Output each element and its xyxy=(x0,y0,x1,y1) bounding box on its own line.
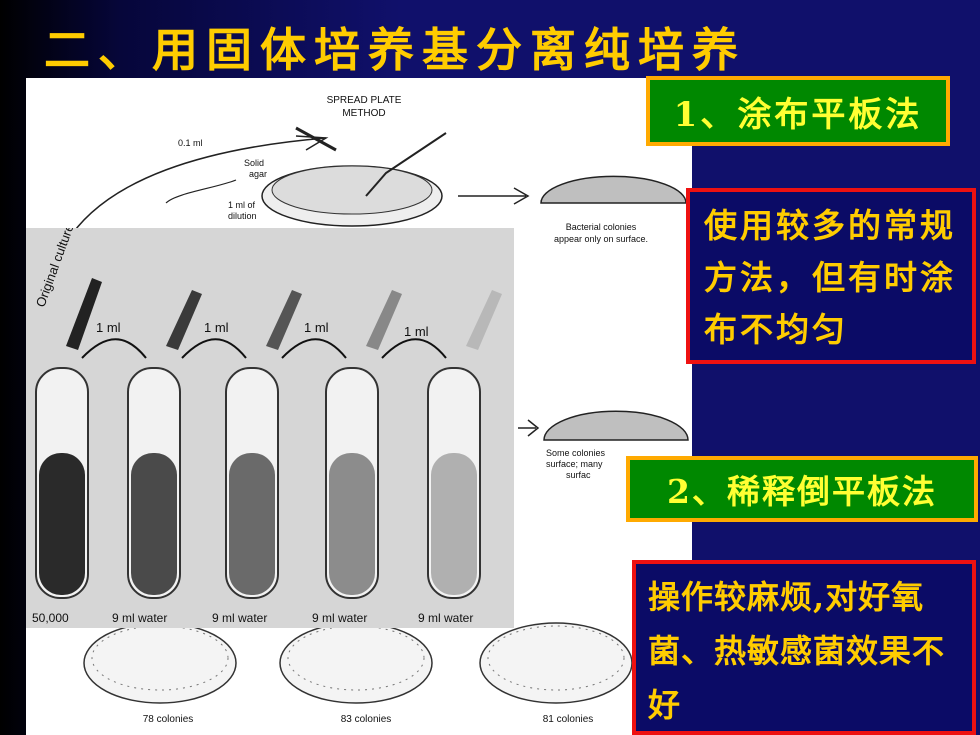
dilution-tubes-panel: Original culture 1 ml 1 ml 1 ml 1 ml xyxy=(26,228,514,628)
method2-label: 2、稀释倒平板法 xyxy=(667,472,937,511)
transfer-arrow xyxy=(65,137,327,244)
tube-3-liquid xyxy=(229,453,275,595)
spreader xyxy=(365,132,447,197)
pipette-1 xyxy=(66,278,102,350)
original-culture-label: Original culture xyxy=(33,228,77,309)
colony-dots-1 xyxy=(91,625,229,691)
pipette-5 xyxy=(466,290,502,350)
plate-count-2: 83 colonies xyxy=(341,714,392,725)
solid-agar-label-2: agar xyxy=(249,169,267,179)
method1-box: 1、涂布平板法 xyxy=(646,76,950,146)
arrow-head xyxy=(295,135,329,151)
solid-agar-label: Solid xyxy=(244,158,264,168)
transfer-label-1: 1 ml xyxy=(96,320,121,335)
pour-arrow xyxy=(518,419,540,437)
surface-colonies-caption: Bacterial colonies xyxy=(566,222,637,232)
pipette-2 xyxy=(166,290,202,350)
tube-2-liquid xyxy=(131,453,177,595)
some-colonies-caption: Some colonies xyxy=(546,448,606,458)
transfer-label-3: 1 ml xyxy=(304,320,329,335)
test-tubes xyxy=(35,367,481,599)
bottom-petri-dishes xyxy=(83,622,633,704)
note1-text: 使用较多的常规方法，但有时涂布不均匀 xyxy=(704,206,956,349)
result-arrow xyxy=(458,187,530,205)
surface-colony-plate xyxy=(540,175,687,204)
pipette-3 xyxy=(266,290,302,350)
plate-count-3: 81 colonies xyxy=(543,714,594,725)
plate-count-1: 78 colonies xyxy=(143,714,194,725)
pipette-4 xyxy=(366,290,402,350)
water-label-3: 9 ml water xyxy=(312,611,367,625)
some-colonies-caption-3: surfac xyxy=(566,470,591,480)
spread-plate-illustration: SPREAD PLATE METHOD 0.1 ml Solid agar 1 … xyxy=(65,95,689,725)
water-label-2: 9 ml water xyxy=(212,611,267,625)
agar-surface xyxy=(271,165,433,215)
transfer-label-4: 1 ml xyxy=(404,324,429,339)
tube-4-liquid xyxy=(329,453,375,595)
transfer-label-2: 1 ml xyxy=(204,320,229,335)
note1-box: 使用较多的常规方法，但有时涂布不均匀 xyxy=(686,188,976,364)
transfer-arrow-3 xyxy=(281,338,347,359)
transfer-arrow-4 xyxy=(381,338,447,359)
petri-dish-2 xyxy=(279,622,433,704)
method2-box: 2、稀释倒平板法 xyxy=(626,456,978,522)
dilution-label-2: dilution xyxy=(228,211,257,221)
agar-pointer xyxy=(165,179,237,204)
pipette xyxy=(295,126,337,152)
slide-title: 二、用固体培养基分离纯培养 xyxy=(44,23,746,77)
colony-dots-2 xyxy=(287,625,425,691)
pour-colony-plate xyxy=(543,410,689,441)
tube-5-liquid xyxy=(431,453,477,595)
some-colonies-caption-2: surface; many xyxy=(546,459,603,469)
petri-dish-1 xyxy=(83,622,237,704)
note2-box: 操作较麻烦,对好氧菌、热敏感菌效果不好 xyxy=(632,560,976,735)
water-label-4: 9 ml water xyxy=(418,611,473,625)
dilution-plating-diagram: SPREAD PLATE METHOD 0.1 ml Solid agar 1 … xyxy=(26,78,692,735)
surface-colonies-caption-2: appear only on surface. xyxy=(554,234,648,244)
colony-dots-3 xyxy=(487,625,625,691)
dilution-label: 1 ml of xyxy=(228,200,256,210)
dilution-tubes: Original culture 1 ml 1 ml 1 ml 1 ml xyxy=(32,228,502,625)
petri-dish-3 xyxy=(479,622,633,704)
spread-plate-method: METHOD xyxy=(342,108,385,119)
water-label-1: 9 ml water xyxy=(112,611,167,625)
stock-label: 50,000 xyxy=(32,611,69,625)
volume-label: 0.1 ml xyxy=(178,138,203,148)
note2-text: 操作较麻烦,对好氧菌、热敏感菌效果不好 xyxy=(648,578,946,724)
tube-1-liquid xyxy=(39,453,85,595)
method1-label: 1、涂布平板法 xyxy=(673,94,923,135)
transfer-arrow-2 xyxy=(181,338,247,359)
spread-plate-title: SPREAD PLATE xyxy=(327,95,402,106)
transfer-arrow-1 xyxy=(81,338,147,359)
